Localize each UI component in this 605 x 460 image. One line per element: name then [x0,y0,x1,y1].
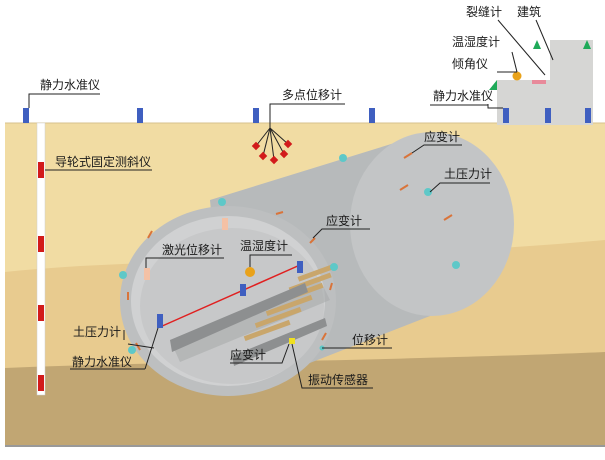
roof-marker-edge [489,80,497,90]
label-strain-gauge-rail: 应变计 [230,347,266,362]
label-static-level-inner: 静力水准仪 [72,355,132,369]
label-temp-humidity-top: 温湿度计 [452,34,500,49]
label-earth-pressure-inner: 土压力计 [73,325,121,339]
soil-bottom-layer [5,352,605,445]
label-displacement-meter: 位移计 [352,332,388,347]
track [170,263,337,366]
inner-level-sensor-2 [240,284,246,296]
label-strain-gauge-outer: 应变计 [424,129,460,144]
inclinometer-pole [36,122,46,396]
crack-meter-sensor [532,80,546,84]
roof-marker-right [583,40,591,49]
laser-beam [159,264,301,328]
ring-strain-gauges [127,211,333,351]
inner-temp-sensor-upper [222,218,228,230]
rail-left [170,283,308,352]
label-static-level-top-right: 静力水准仪 [433,89,493,103]
inner-level-sensor-1 [157,314,163,328]
ring-earth-pressure-right [330,263,338,271]
pole-sensor-1 [38,162,44,178]
label-earth-pressure-outer: 土压力计 [444,167,492,181]
vibration-sensor [289,338,295,344]
label-building: 建筑 [517,4,541,19]
laser-displacement-sensor [144,268,150,280]
pole-sensor-4 [38,375,44,391]
temp-humidity-sensor-inner [245,267,255,277]
pole-sensor-2 [38,236,44,252]
outer-earth-pressure-cells [218,154,460,269]
rail-right [232,318,327,366]
label-laser-displacement: 激光位移计 [162,242,222,257]
inclinometer-sensor [512,71,522,81]
outer-strain-gauges [399,152,453,221]
multipoint-displacement-sensor [251,127,293,165]
label-guide-wheel-inclinometer: 导轮式固定测斜仪 [55,154,151,169]
roof-marker-left [533,40,541,49]
pole-sensor-3 [38,305,44,321]
label-vibration-sensor: 振动传感器 [308,372,368,387]
label-static-level-top-left: 静力水准仪 [40,78,100,92]
ring-earth-pressure-bottom [128,346,136,354]
ring-earth-pressure-left [119,271,127,279]
leader-lines [28,19,554,389]
inner-level-sensor-3 [297,261,303,273]
label-multipoint-displacement: 多点位移计 [282,87,342,102]
label-strain-gauge-ring: 应变计 [326,213,362,228]
label-temp-humidity-inner: 温湿度计 [240,238,288,253]
label-crack-meter: 裂缝计 [466,4,502,19]
surface-level-sensors [23,108,591,123]
label-inclinometer: 倾角仪 [452,57,488,71]
